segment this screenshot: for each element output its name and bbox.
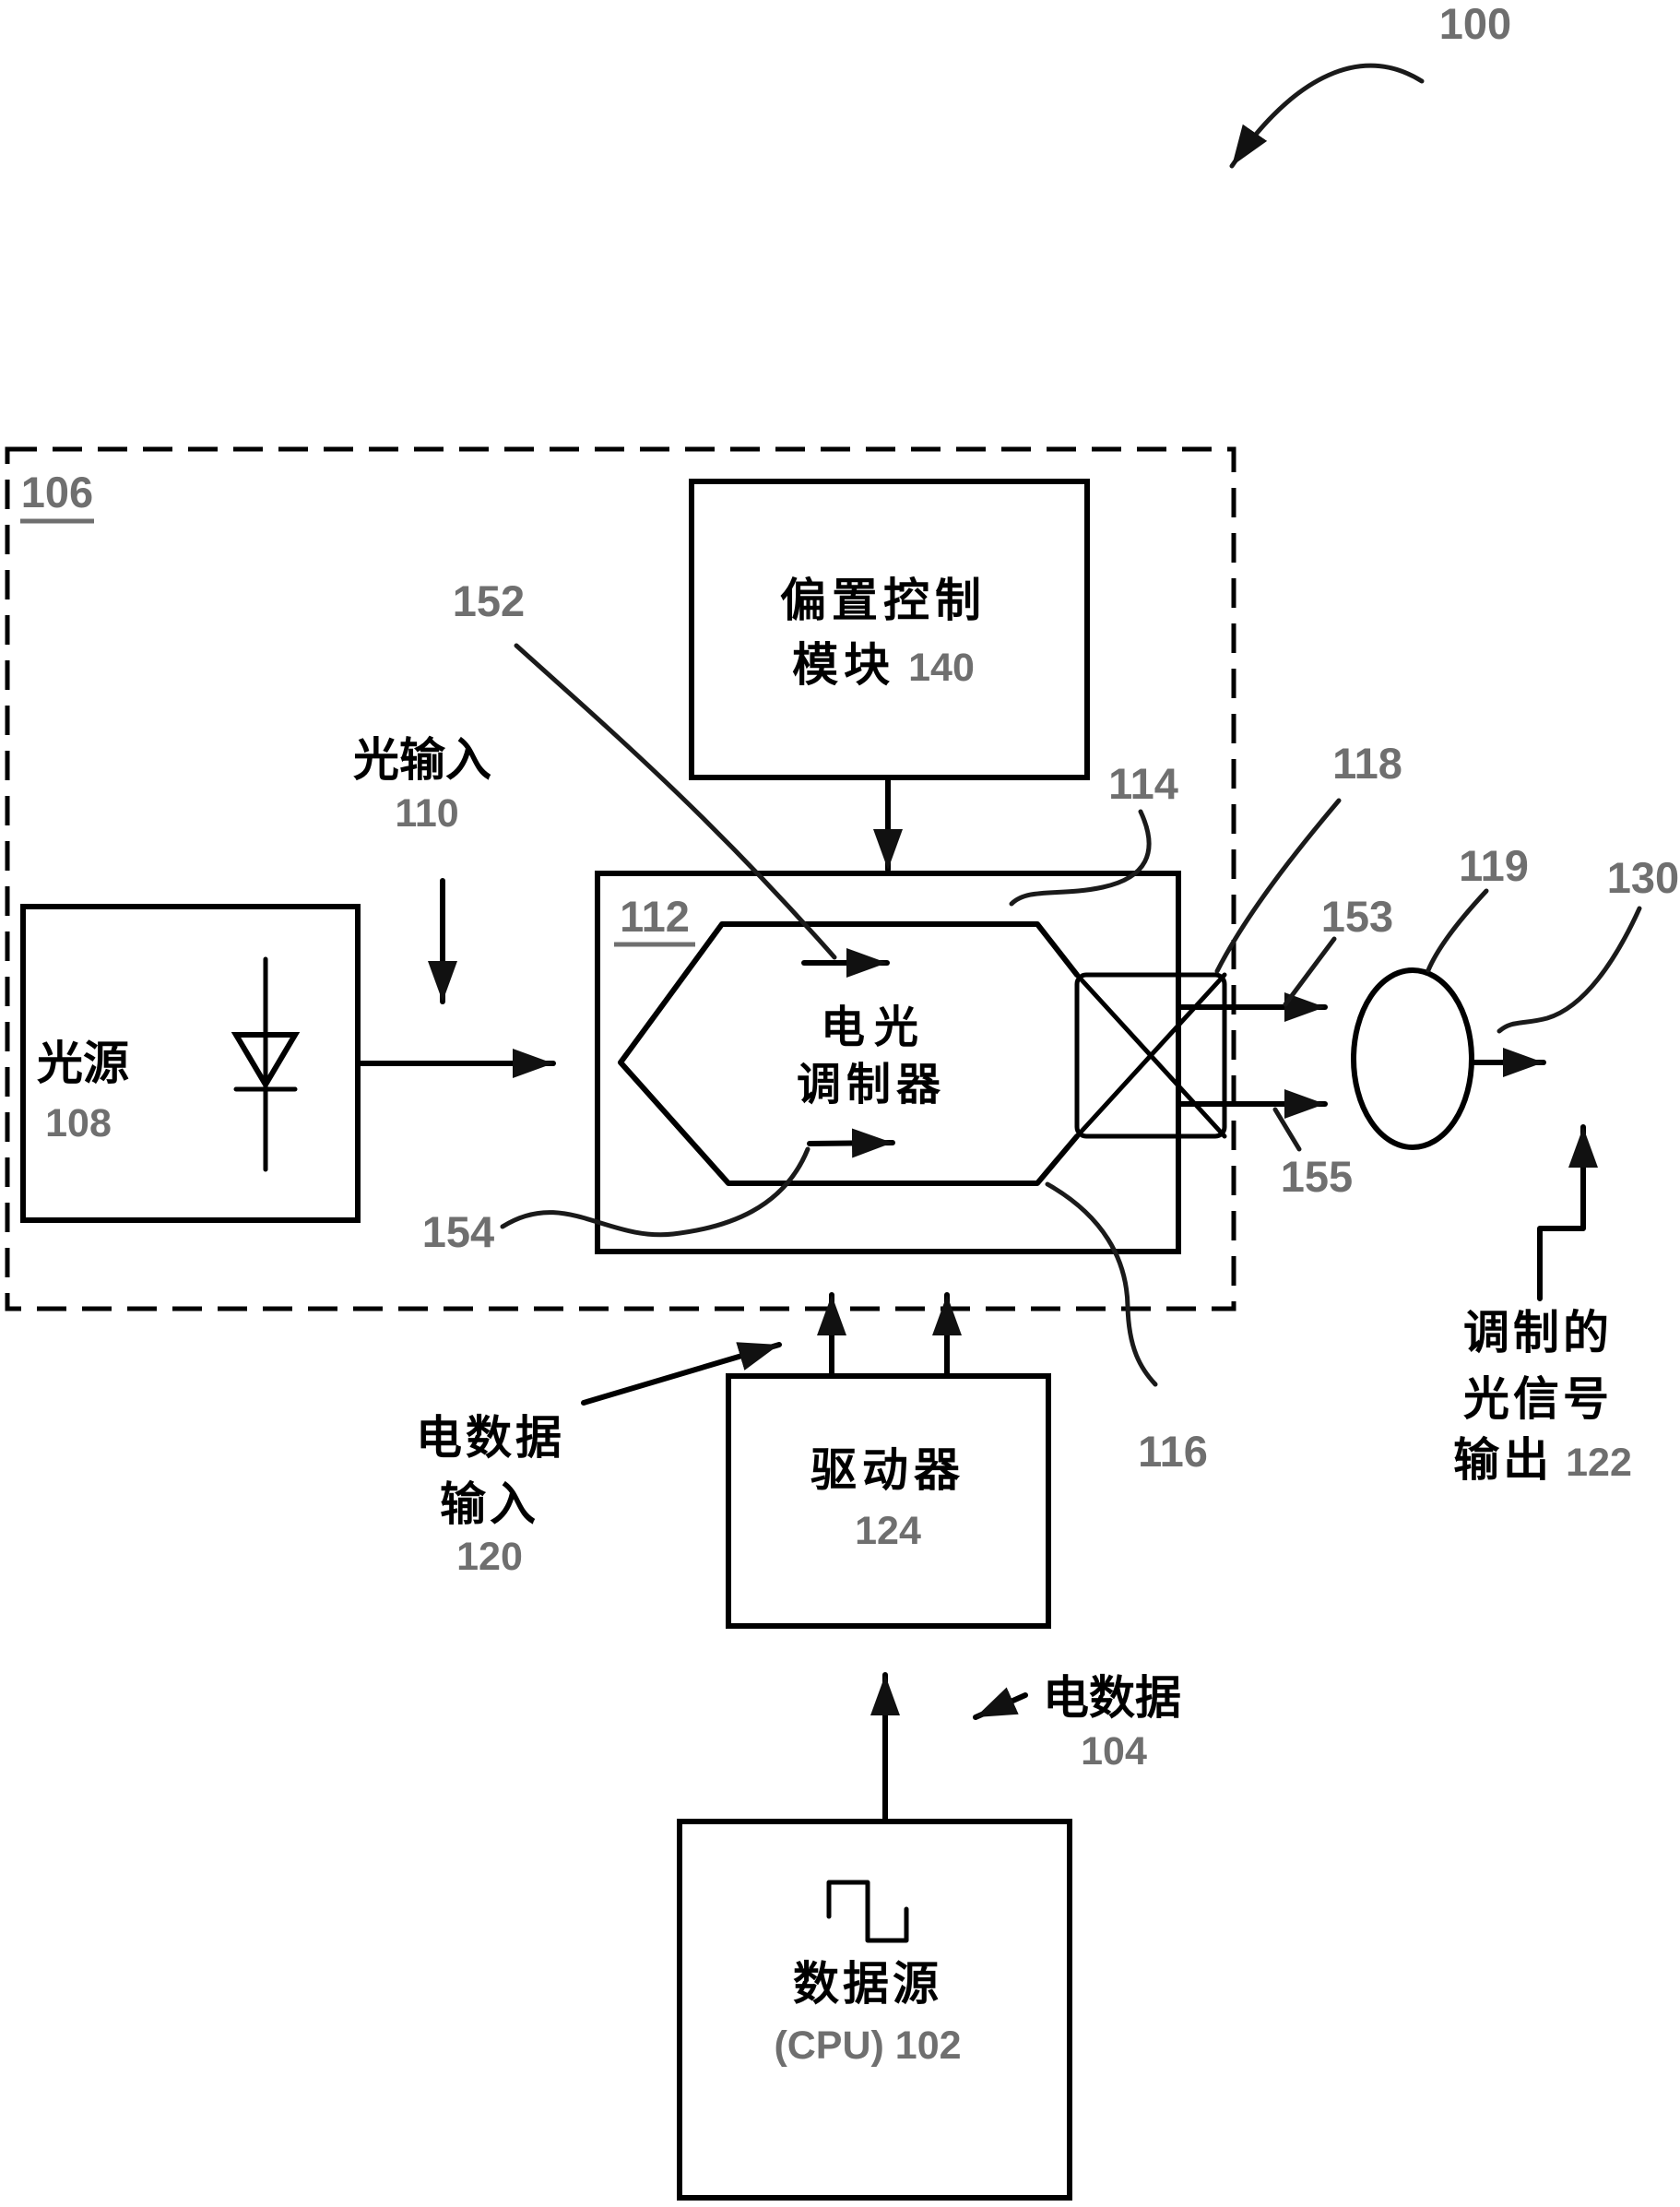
elec-data-pointer-arrow <box>973 1687 1028 1720</box>
elec-data-input-label-line2: 输入 <box>440 1478 539 1530</box>
ref-152: 152 <box>453 576 525 625</box>
lens-ellipse <box>1351 967 1474 1150</box>
data-source-label: 数据源 <box>793 1958 942 2010</box>
light-input-ref: 110 <box>395 791 458 836</box>
leader-116 <box>1045 1181 1158 1387</box>
light-source-ref: 108 <box>45 1101 112 1145</box>
elec-data-input-label-line1: 电数据 <box>416 1412 565 1464</box>
driver-box <box>726 1373 1051 1629</box>
mod-output-label-line1: 调制的 <box>1463 1307 1613 1359</box>
subsystem-ref-label: 106 <box>21 468 93 516</box>
figure-ref-arrow <box>1229 63 1425 169</box>
driver-ref: 124 <box>855 1509 921 1553</box>
ref-114: 114 <box>1108 759 1178 808</box>
leader-114 <box>1009 809 1152 907</box>
ref-155: 155 <box>1281 1152 1353 1201</box>
elec-data-input-ref: 120 <box>456 1535 523 1579</box>
elec-data-label: 电数据 <box>1043 1672 1181 1724</box>
figure-ref-label: 100 <box>1439 0 1511 48</box>
elec-data-input-pointer-arrow <box>581 1342 782 1406</box>
leader-155 <box>1272 1107 1302 1152</box>
mod-output-pointer-arrow <box>1537 1124 1598 1301</box>
leader-153 <box>1283 936 1337 1007</box>
ref-154: 154 <box>422 1207 494 1256</box>
ref-153: 153 <box>1321 892 1393 941</box>
ref-116: 116 <box>1138 1427 1208 1476</box>
lower-arm-arrow <box>807 1128 895 1158</box>
data-source-sub-label: (CPU) 102 <box>774 2023 961 2068</box>
leader-118 <box>1214 798 1342 974</box>
leader-119 <box>1426 888 1489 973</box>
laser-diode-icon <box>231 956 301 1172</box>
elec-data-ref: 104 <box>1081 1729 1147 1774</box>
bias-control-box <box>689 479 1090 780</box>
output-coupler <box>1074 972 1227 1139</box>
mod-output-label-line2: 光信号 <box>1463 1373 1613 1425</box>
driver-label: 驱动器 <box>810 1444 965 1496</box>
data-source-box <box>677 1819 1072 2201</box>
interferometer-outline <box>618 921 1080 1186</box>
leader-130 <box>1497 906 1642 1034</box>
bias-control-label-line1: 偏置控制 <box>780 575 987 626</box>
leader-152 <box>514 643 837 960</box>
light-input-label: 光输入 <box>353 734 491 786</box>
leader-154 <box>500 1146 810 1238</box>
modulator-label-line2: 调制器 <box>797 1061 946 1109</box>
ref-130: 130 <box>1607 853 1679 902</box>
digital-pulse-icon <box>826 1880 909 1943</box>
modulator-ref-label: 112 <box>620 892 690 941</box>
modulator-label-line1: 电光 <box>821 1003 928 1052</box>
subsystem-box-106 <box>5 446 1236 1311</box>
light-source-label: 光源 <box>37 1038 129 1089</box>
ref-118: 118 <box>1332 739 1402 788</box>
modulator-box <box>595 871 1181 1254</box>
coupler-box <box>1074 972 1227 1139</box>
coupler-diagonal-2 <box>1074 972 1227 1139</box>
ref-119: 119 <box>1459 841 1529 890</box>
diode-triangle <box>231 1032 301 1090</box>
